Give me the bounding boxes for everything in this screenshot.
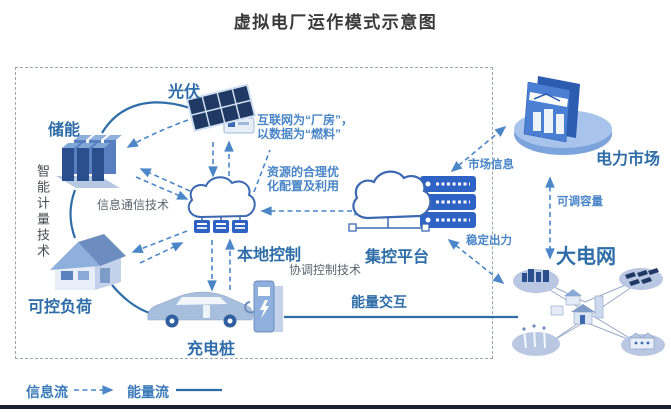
central-platform-icon bbox=[348, 170, 476, 232]
annotation-market-info: 市场信息 bbox=[468, 159, 514, 171]
bottom-separator bbox=[0, 405, 671, 409]
grid-wind-node bbox=[512, 332, 560, 356]
annotation-energy-exchange: 能量交互 bbox=[351, 294, 407, 310]
label-grid: 大电网 bbox=[556, 246, 616, 268]
annotation-stable-output: 稳定出力 bbox=[466, 235, 512, 247]
label-pv: 光伏 bbox=[168, 84, 201, 101]
label-load: 可控负荷 bbox=[28, 299, 93, 316]
annotation-ict: 信息通信技术 bbox=[97, 198, 170, 212]
annotation-adjustable-capacity: 可调容量 bbox=[557, 196, 603, 208]
charging-pile-icon bbox=[244, 280, 283, 333]
pv-panel-icon bbox=[185, 83, 257, 134]
power-market-icon bbox=[514, 76, 612, 155]
label-central-platform: 集控平台 bbox=[365, 249, 430, 266]
annotation-internet: 互联网为“厂房”， 以数据为“燃料” bbox=[257, 113, 354, 141]
page-title: 虚拟电厂运作模式示意图 bbox=[233, 13, 438, 32]
ev-car-icon bbox=[147, 291, 254, 328]
energy-storage-icon bbox=[56, 135, 122, 188]
info-flow-arrows bbox=[126, 119, 555, 292]
annotation-smart-metering: 智能计量技术 bbox=[35, 164, 50, 260]
annotation-resource: 资源的合理优 化配置及利用 bbox=[267, 165, 340, 193]
annotation-coordination: 协调控制技术 bbox=[289, 263, 362, 277]
house-icon bbox=[50, 234, 126, 290]
legend-energy-flow-label: 能量流 bbox=[127, 384, 169, 400]
label-local-control: 本地控制 bbox=[237, 247, 302, 264]
vpp-boundary-box bbox=[15, 67, 493, 359]
label-charger: 充电桩 bbox=[187, 341, 236, 358]
local-control-cloud-icon bbox=[187, 176, 256, 233]
power-grid-network-icon bbox=[512, 268, 665, 356]
legend-info-flow-label: 信息流 bbox=[26, 384, 68, 400]
label-storage: 储能 bbox=[48, 122, 81, 139]
energy-flow-lines bbox=[69, 101, 518, 319]
label-power-market: 电力市场 bbox=[596, 151, 661, 168]
